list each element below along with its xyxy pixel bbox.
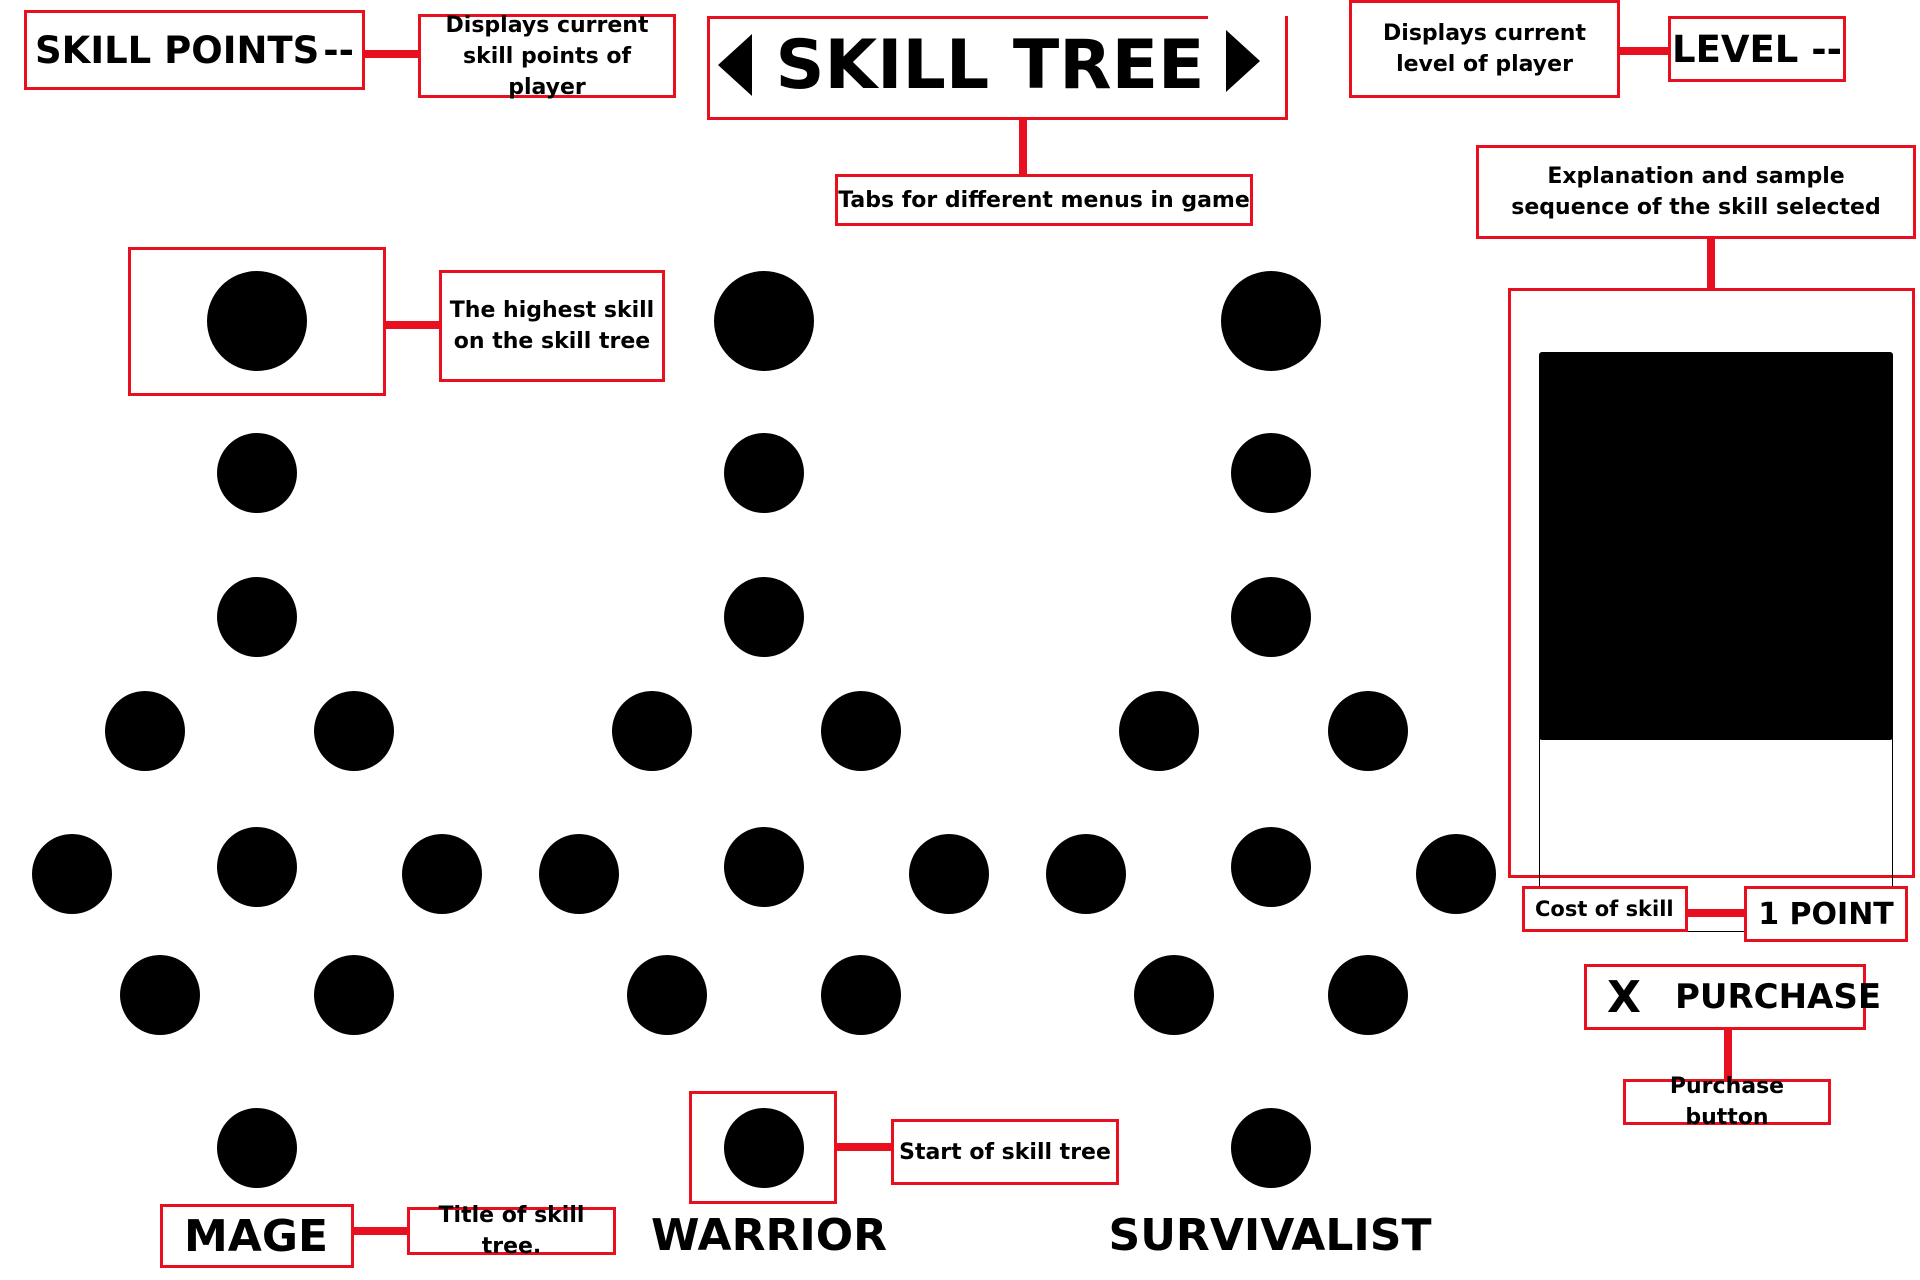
annotation-tabs-text: Tabs for different menus in game [838, 187, 1250, 213]
connector-cost [1686, 909, 1746, 917]
annotation-level: Displays current level of player [1349, 0, 1620, 98]
skill-node[interactable] [1221, 271, 1321, 371]
skill-node[interactable] [402, 834, 482, 914]
skill-node[interactable] [724, 433, 804, 513]
annotation-cost-text: Cost of skill [1535, 896, 1674, 921]
annotation-detail-text: Explanation and sample sequence of the s… [1511, 164, 1881, 220]
tab-bar-top-edge [707, 16, 1208, 19]
tab-next-arrow[interactable] [1226, 30, 1260, 92]
skill-cost-text: 1 POINT [1758, 896, 1894, 932]
tab-prev-arrow[interactable] [718, 34, 752, 96]
skill-node[interactable] [1046, 834, 1126, 914]
skill-node[interactable] [612, 691, 692, 771]
tree-title-survivalist: SURVIVALIST [1108, 1209, 1432, 1261]
annotation-tree-title: Title of skill tree. [407, 1203, 616, 1259]
level-display: LEVEL -- [1668, 16, 1846, 82]
purchase-button[interactable]: X PURCHASE [1584, 964, 1881, 1030]
skill-node[interactable] [1231, 433, 1311, 513]
annotation-purchase: Purchase button [1623, 1074, 1831, 1130]
annotation-purchase-text: Purchase button [1669, 1074, 1785, 1130]
skill-points-display: SKILL POINTS -- [24, 10, 365, 90]
chevron-right-icon [1226, 30, 1260, 92]
close-icon[interactable]: X [1607, 971, 1641, 1023]
skill-node[interactable] [1231, 577, 1311, 657]
skill-node[interactable] [821, 955, 901, 1035]
skill-points-value: -- [323, 28, 354, 72]
highlight-tree-title [160, 1204, 354, 1268]
skill-node[interactable] [627, 955, 707, 1035]
skill-node[interactable] [1231, 1108, 1311, 1188]
skill-node[interactable] [217, 827, 297, 907]
level-label: LEVEL -- [1672, 27, 1842, 71]
skill-node[interactable] [1416, 834, 1496, 914]
skill-node[interactable] [724, 577, 804, 657]
skill-node[interactable] [217, 433, 297, 513]
annotation-skill-points-text: Displays current skill points of player [445, 12, 649, 100]
connector-purchase [1724, 1030, 1732, 1082]
annotation-highest-skill: The highest skill on the skill tree [439, 270, 665, 382]
skill-description-area [1539, 738, 1893, 932]
skill-node[interactable] [120, 955, 200, 1035]
skill-node[interactable] [1134, 955, 1214, 1035]
connector-detail [1707, 237, 1715, 290]
annotation-level-text: Displays current level of player [1383, 21, 1586, 77]
tree-title-mage: MAGE [183, 1210, 328, 1262]
skill-node[interactable] [539, 834, 619, 914]
skill-node[interactable] [909, 834, 989, 914]
annotation-cost: Cost of skill [1522, 886, 1688, 932]
chevron-left-icon [718, 34, 752, 96]
purchase-label: PURCHASE [1674, 977, 1882, 1017]
annotation-detail: Explanation and sample sequence of the s… [1476, 145, 1916, 239]
skill-node[interactable] [821, 691, 901, 771]
connector-start-skill [835, 1143, 893, 1151]
skill-node[interactable] [1119, 691, 1199, 771]
skill-node[interactable] [724, 827, 804, 907]
annotation-skill-points: Displays current skill points of player [418, 13, 676, 100]
connector-skill-points [362, 50, 420, 58]
annotation-tabs: Tabs for different menus in game [835, 174, 1253, 226]
annotation-tree-title-text: Title of skill tree. [438, 1203, 585, 1259]
skill-node[interactable] [314, 691, 394, 771]
skill-node[interactable] [1231, 827, 1311, 907]
tab-title: SKILL TREE [775, 25, 1205, 105]
connector-tree-title [352, 1227, 410, 1235]
skill-node[interactable] [724, 1108, 804, 1188]
annotation-highest-skill-text: The highest skill on the skill tree [449, 298, 655, 354]
skill-points-label: SKILL POINTS [35, 28, 320, 72]
skill-node[interactable] [1328, 955, 1408, 1035]
annotation-start-skill-text: Start of skill tree [899, 1139, 1111, 1165]
connector-tabs [1019, 120, 1027, 176]
skill-node[interactable] [32, 834, 112, 914]
skill-preview-video [1539, 352, 1893, 740]
skill-node[interactable] [714, 271, 814, 371]
skill-cost-value: 1 POINT [1744, 886, 1908, 942]
tree-title-warrior: WARRIOR [650, 1209, 888, 1261]
skill-node[interactable] [1328, 691, 1408, 771]
skill-node[interactable] [207, 271, 307, 371]
annotation-start-skill: Start of skill tree [891, 1119, 1119, 1185]
skill-node[interactable] [105, 691, 185, 771]
skill-node[interactable] [217, 1108, 297, 1188]
tab-bar [707, 16, 1288, 120]
skill-node[interactable] [314, 955, 394, 1035]
connector-highest-skill [384, 321, 442, 329]
skill-node[interactable] [217, 577, 297, 657]
connector-level [1618, 47, 1671, 55]
